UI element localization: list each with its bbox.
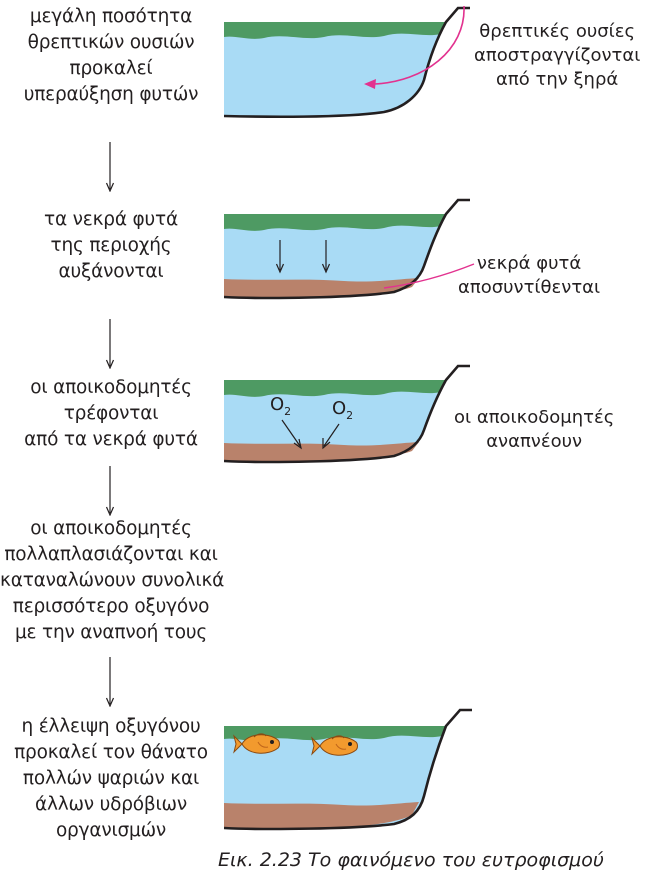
sediment-layer [224,442,419,462]
step-2-line-1: τα νεκρά φυτά [0,207,222,233]
lake-scene-1 [224,0,484,130]
step-4-line-3: καταναλώνουν συνολικά [0,568,222,594]
sediment-layer [224,278,419,298]
step-1-line-4: υπεραύξηση φυτών [0,82,222,108]
note-decomposers-line-1: οι αποικοδομητές [454,406,614,430]
note-nutrients-line-3: από την ξηρά [474,68,640,92]
step-4-line-1: οι αποικοδομητές [0,516,222,542]
down-arrow-icon [105,657,115,707]
step-1-line-2: θρεπτικών ουσιών [0,30,222,56]
step-3-line-2: τρέφονται [0,401,222,427]
step-1-text: μεγάλη ποσότητα θρεπτικών ουσιών προκαλε… [0,4,222,108]
step-5-line-2: προκαλεί τον θάνατο [0,740,222,766]
step-3-text: οι αποικοδομητές τρέφονται από τα νεκρά … [0,375,222,453]
note-dead-plants-line-1: νεκρά φυτά [458,252,600,276]
down-arrow-icon [105,319,115,369]
note-nutrients-line-1: θρεπτικές ουσίες [474,20,640,44]
figure-caption: Εικ. 2.23 Το φαινόμενο του ευτροφισμού [218,849,604,871]
step-2-line-3: αυξάνονται [0,259,222,285]
step-1-line-3: προκαλεί [0,56,222,82]
note-dead-plants-line-2: αποσυντίθενται [458,276,600,300]
step-1-line-1: μεγάλη ποσότητα [0,4,222,30]
note-decomposers: οι αποικοδομητές αναπνέουν [454,406,614,454]
step-5-line-5: οργανισμών [0,818,222,844]
step-2-text: τα νεκρά φυτά της περιοχής αυξάνονται [0,207,222,285]
lake-scene-4 [224,704,484,844]
step-3-line-3: από τα νεκρά φυτά [0,427,222,453]
down-arrow-icon [105,142,115,192]
down-arrow-icon [105,466,115,516]
step-4-line-5: με την αναπνοή τους [0,620,222,646]
note-nutrients: θρεπτικές ουσίες αποστραγγίζονται από τη… [474,20,640,92]
step-5-text: η έλλειψη οξυγόνου προκαλεί τον θάνατο π… [0,714,222,844]
step-5-line-1: η έλλειψη οξυγόνου [0,714,222,740]
step-4-line-4: περισσότερο οξυγόνο [0,594,222,620]
step-2-line-2: της περιοχής [0,233,222,259]
lake-scene-3: O2 O2 [224,364,484,474]
step-4-text: οι αποικοδομητές πολλαπλασιάζονται και κ… [0,516,222,646]
step-5-line-4: άλλων υδρόβιων [0,792,222,818]
note-decomposers-line-2: αναπνέουν [454,430,614,454]
step-4-line-2: πολλαπλασιάζονται και [0,542,222,568]
note-dead-plants: νεκρά φυτά αποσυντίθενται [458,252,600,300]
step-5-line-3: πολλών ψαριών και [0,766,222,792]
note-nutrients-line-2: αποστραγγίζονται [474,44,640,68]
step-3-line-1: οι αποικοδομητές [0,375,222,401]
